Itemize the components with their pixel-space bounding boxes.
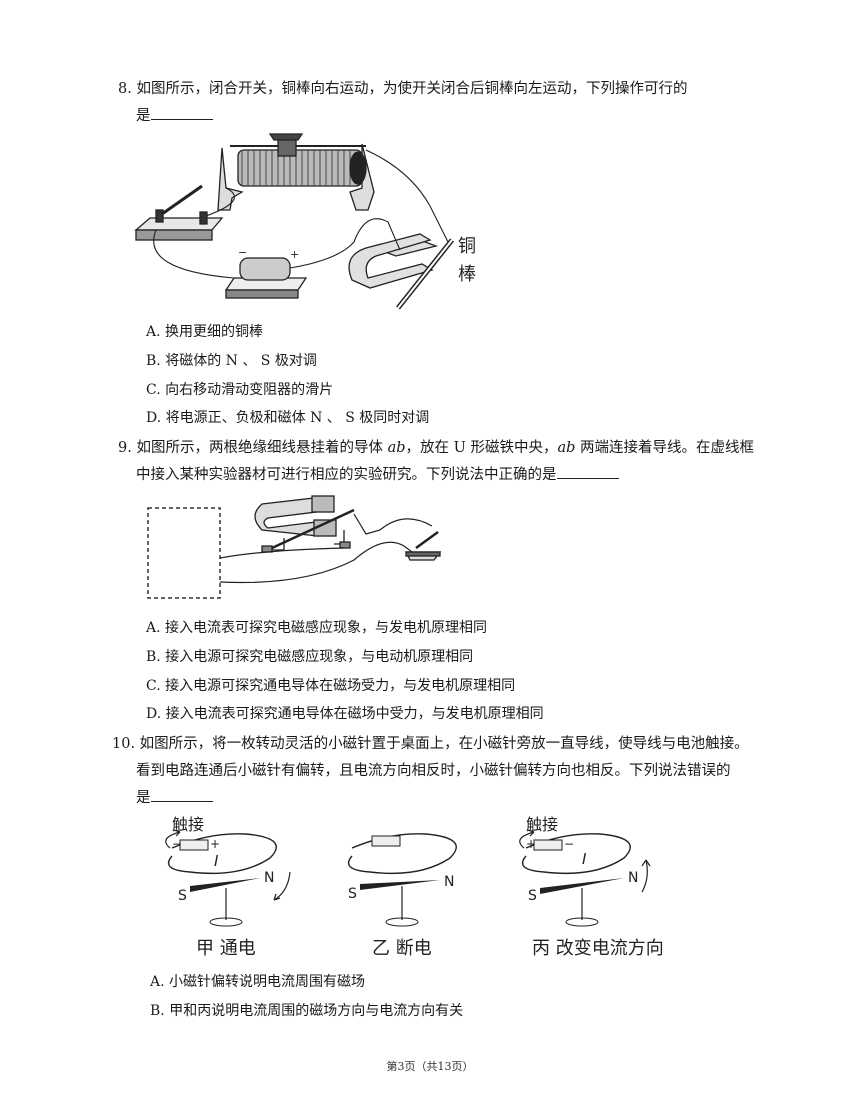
question-10-stem-line3: 是 [136, 785, 772, 812]
option-10-b[interactable]: B. 甲和丙说明电流周围的磁场方向与电流方向有关 [150, 1003, 464, 1019]
variable-ab-2: ab [557, 440, 576, 456]
question-10-stem-tail: 是 [136, 790, 151, 806]
south-label-1: S [178, 888, 187, 904]
question-10-stem-line2: 看到电路连通后小磁针有偏转，且电流方向相反时，小磁针偏转方向也相反。下列说法错误… [136, 763, 731, 779]
plus-sign-1: + [210, 837, 220, 851]
svg-text:+: + [290, 248, 299, 261]
south-label-3: S [528, 888, 537, 904]
north-label-1: N [264, 870, 274, 886]
north-label-2: N [444, 874, 454, 890]
question-9-stem-part1: 9. 如图所示，两根绝缘细线悬挂着的导体 [118, 440, 388, 456]
caption-yi: 乙 断电 [372, 938, 432, 959]
answer-blank-9[interactable] [556, 464, 619, 479]
question-8-stem-line1: 8. 如图所示，闭合开关，铜棒向右运动，为使开关闭合后铜棒向左运动，下列操作可行… [118, 81, 688, 97]
option-8-d[interactable]: D. 将电源正、负极和磁体 N 、 S 极同时对调 [146, 410, 430, 426]
current-label-1: I [214, 852, 219, 870]
svg-text:−: − [238, 246, 247, 259]
caption-jia: 甲 通电 [196, 938, 256, 959]
compass-needle-figure: 触接 − + I S N 甲 通电 S N 乙 断电 [165, 815, 664, 959]
question-9-stem-line2: 中接入某种实验器材可进行相应的实验研究。下列说法中正确的是 [136, 462, 768, 489]
south-label-2: S [348, 886, 357, 902]
question-8-stem-tail: 是 [136, 108, 151, 124]
panel-yi: S N 乙 断电 [347, 833, 457, 959]
page-footer: 第3页（共13页） [386, 1060, 474, 1073]
answer-blank-8[interactable] [150, 105, 213, 120]
question-9-stem-tail: 中接入某种实验器材可进行相应的实验研究。下列说法中正确的是 [136, 467, 557, 483]
option-8-a[interactable]: A. 换用更细的铜棒 [146, 324, 264, 340]
question-9-stem-line1: 9. 如图所示，两根绝缘细线悬挂着的导体 ab，放在 U 形磁铁中央，ab 两端… [118, 435, 768, 462]
option-10-a[interactable]: A. 小磁针偏转说明电流周围有磁场 [150, 974, 366, 990]
panel-jia: 触接 − + I S N 甲 通电 [165, 815, 291, 959]
answer-blank-10[interactable] [150, 787, 213, 802]
option-9-d[interactable]: D. 接入电流表可探究通电导体在磁场中受力，与发电机原理相同 [146, 706, 544, 722]
label-copper-2: 棒 [458, 264, 476, 285]
question-10: 10. 如图所示，将一枚转动灵活的小磁针置于桌面上，在小磁针旁放一直导线，使导线… [112, 731, 772, 812]
touch-label-3: 触接 [526, 815, 558, 834]
option-9-c[interactable]: C. 接入电源可探究通电导体在磁场受力，与发电机原理相同 [146, 678, 516, 694]
question-8-figure: − + 铜 棒 [130, 130, 490, 310]
minus-sign-1: − [172, 837, 182, 851]
option-9-a[interactable]: A. 接入电流表可探究电磁感应现象，与发电机原理相同 [146, 620, 488, 636]
option-9-b[interactable]: B. 接入电源可探究电磁感应现象，与电动机原理相同 [146, 649, 474, 665]
variable-ab: ab [387, 440, 406, 456]
question-9-stem-part2: ，放在 U 形磁铁中央， [405, 440, 558, 456]
question-9-figure [144, 490, 464, 608]
minus-sign-3: − [564, 837, 574, 851]
current-label-3: I [582, 850, 587, 868]
u-magnet-conductor-figure [147, 495, 442, 599]
question-8-stem-line2: 是 [136, 103, 768, 130]
question-10-stem-line1: 10. 如图所示，将一枚转动灵活的小磁针置于桌面上，在小磁针旁放一直导线，使导线… [112, 736, 749, 752]
plus-sign-3: + [526, 837, 536, 851]
dashed-box [147, 507, 221, 599]
label-copper-1: 铜 [458, 236, 476, 257]
panel-bing: 触接 + − I S N 丙 改变电流方向 [519, 815, 664, 959]
circuit-rheostat-figure: − + 铜 棒 [134, 133, 476, 310]
option-8-b[interactable]: B. 将磁体的 N 、 S 极对调 [146, 353, 317, 369]
caption-bing: 丙 改变电流方向 [532, 938, 664, 959]
question-10-figure: 触接 − + I S N 甲 通电 S N 乙 断电 [150, 808, 680, 963]
touch-label-1: 触接 [172, 815, 204, 834]
question-8: 8. 如图所示，闭合开关，铜棒向右运动，为使开关闭合后铜棒向左运动，下列操作可行… [118, 76, 768, 130]
question-9: 9. 如图所示，两根绝缘细线悬挂着的导体 ab，放在 U 形磁铁中央，ab 两端… [118, 435, 768, 489]
north-label-3: N [628, 870, 638, 886]
option-8-c[interactable]: C. 向右移动滑动变阻器的滑片 [146, 382, 334, 398]
question-9-stem-part3: 两端连接着导线。在虚线框 [575, 440, 754, 456]
